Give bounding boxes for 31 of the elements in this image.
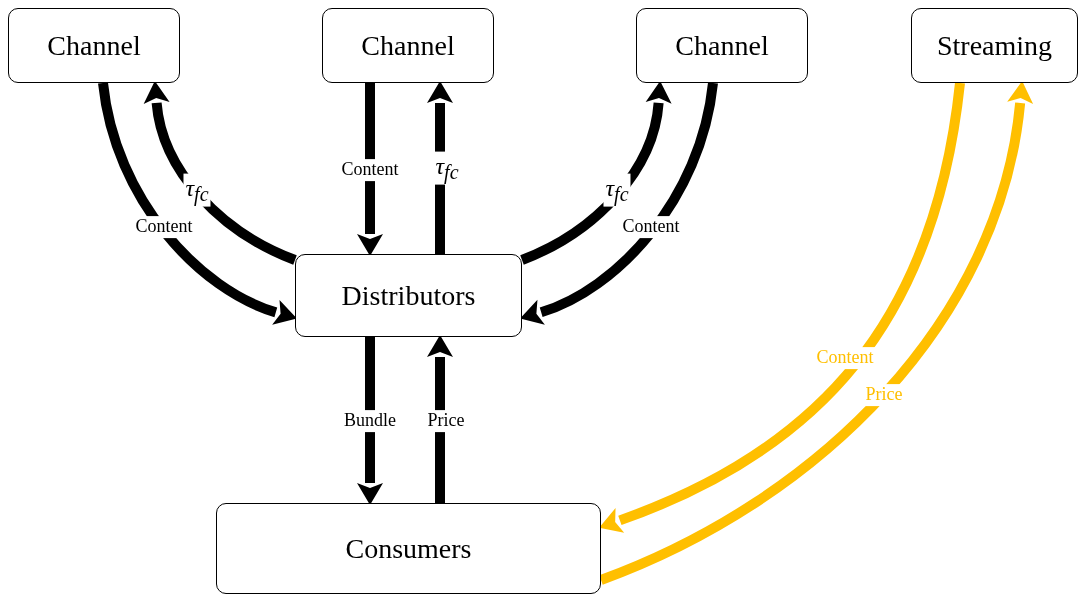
arrow [599, 82, 965, 533]
node-label: Distributors [341, 279, 476, 312]
arrow [599, 81, 1033, 585]
node-label: Channel [675, 29, 769, 62]
arrow [427, 335, 453, 503]
process-box [216, 503, 601, 594]
arrow [357, 337, 383, 505]
process-box [911, 8, 1078, 83]
arrow [357, 83, 383, 256]
edge-label: τ$_{fc}$ [603, 173, 631, 207]
edge-label: Content [814, 347, 876, 369]
edge-label: Bundle [342, 410, 398, 432]
arrow [98, 82, 297, 325]
edge-label: Content [339, 159, 401, 181]
node-label: Streaming [936, 29, 1053, 62]
edge-label: Content [133, 216, 195, 238]
edge-label: τ$_{fc}$ [433, 151, 461, 185]
arrow [143, 81, 297, 265]
process-box [636, 8, 808, 83]
edge-label: Price [863, 384, 905, 406]
edge-label: Content [620, 216, 682, 238]
process-box [295, 254, 522, 337]
edge-label: τ$_{fc}$ [183, 173, 211, 207]
node-label: Consumers [345, 532, 472, 565]
node-label: Channel [361, 29, 455, 62]
node-label: Channel [47, 29, 141, 62]
edge-label: Price [425, 410, 467, 432]
process-box [322, 8, 494, 83]
arrow [520, 81, 672, 265]
process-box [8, 8, 180, 83]
arrow [520, 82, 718, 325]
